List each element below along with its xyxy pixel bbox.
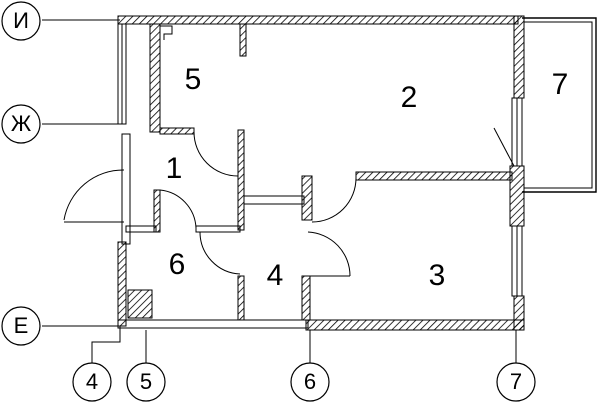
room-1-label: 1	[166, 152, 183, 185]
room-4-label: 4	[267, 259, 284, 292]
room-labels: 1 2 3 4 5 6 7	[166, 63, 569, 292]
axis-marker-6: 6	[290, 362, 330, 402]
svg-text:7: 7	[510, 369, 522, 394]
balcony	[522, 17, 597, 193]
windows	[117, 23, 523, 297]
room-3-label: 3	[429, 259, 446, 292]
axis-marker-i: И	[1, 1, 41, 41]
doors	[63, 127, 515, 277]
interior-walls	[121, 23, 513, 321]
svg-text:5: 5	[140, 369, 152, 394]
axis-lines	[42, 19, 517, 366]
exterior-walls	[117, 15, 525, 331]
room-2-label: 2	[401, 81, 418, 114]
column-axis-markers: 4 5 6 7	[72, 362, 536, 402]
svg-text:Ж: Ж	[11, 111, 32, 136]
axis-marker-e: Е	[1, 306, 41, 346]
svg-text:6: 6	[304, 369, 316, 394]
axis-marker-zh: Ж	[1, 104, 41, 144]
axis-marker-5: 5	[126, 362, 166, 402]
room-6-label: 6	[169, 248, 186, 281]
row-axis-markers: И Ж Е	[1, 1, 41, 346]
svg-text:4: 4	[86, 369, 98, 394]
axis-marker-4: 4	[72, 362, 112, 402]
room-5-label: 5	[185, 63, 202, 96]
room-7-label: 7	[552, 68, 569, 101]
svg-text:Е: Е	[14, 313, 29, 338]
svg-text:И: И	[13, 8, 29, 33]
axis-marker-7: 7	[496, 362, 536, 402]
